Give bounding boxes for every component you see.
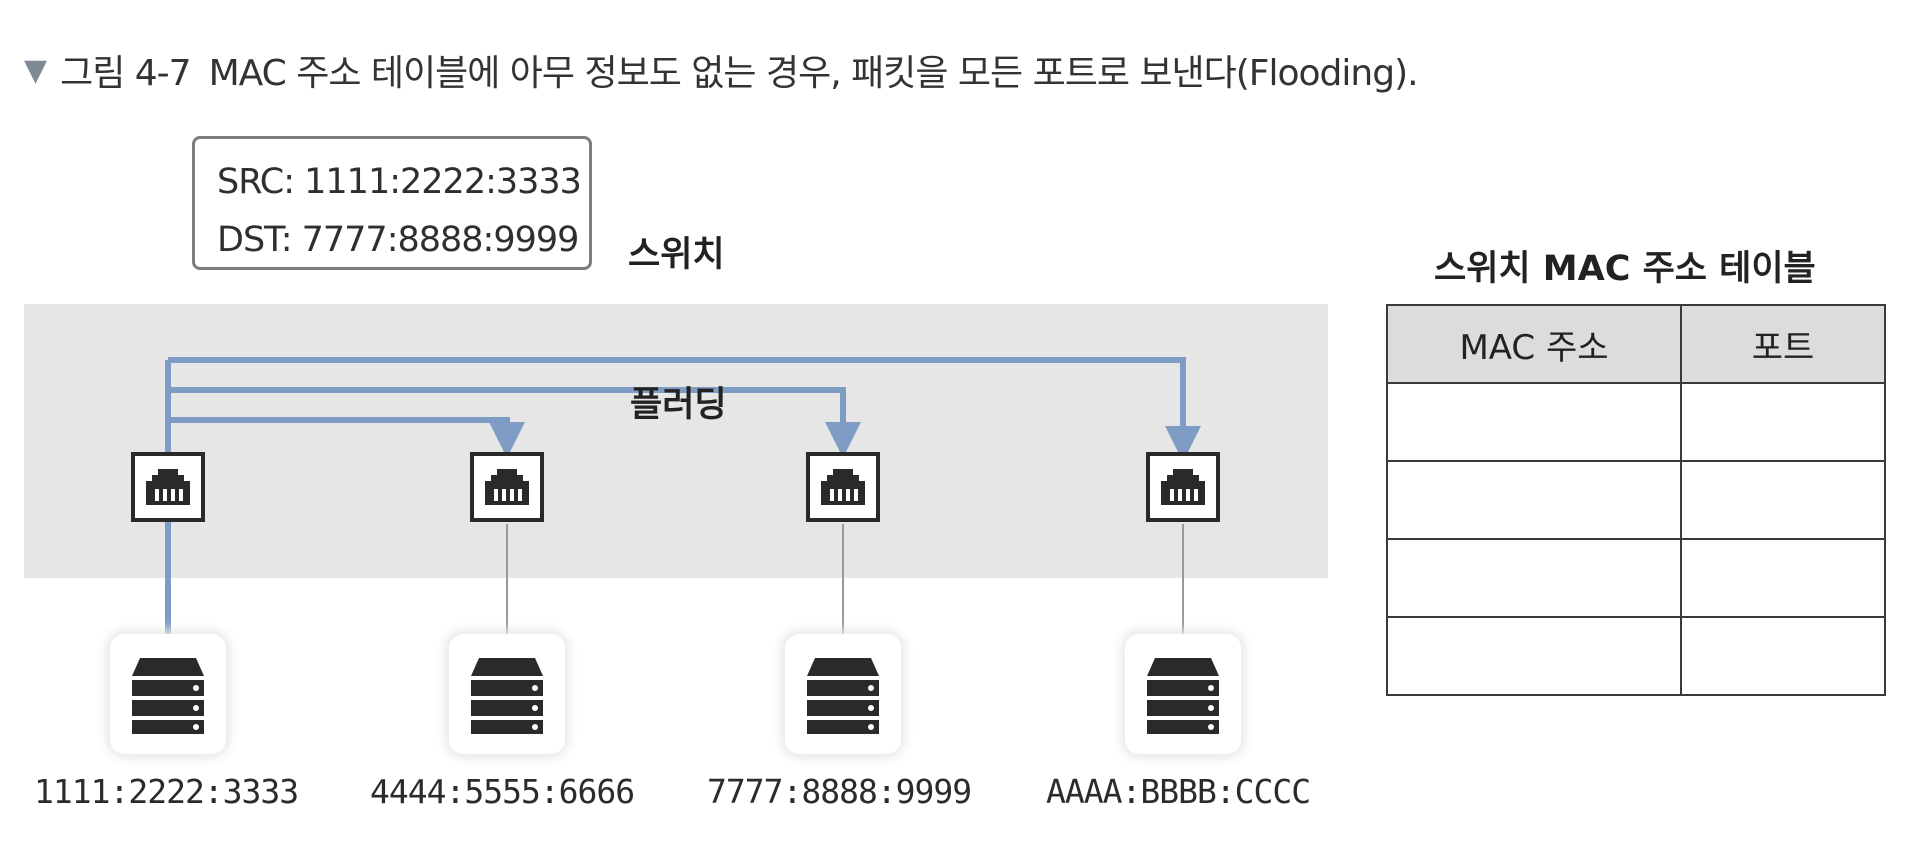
switch-port-2 — [470, 452, 544, 522]
switch-port-3 — [806, 452, 880, 522]
caption-text: MAC 주소 테이블에 아무 정보도 없는 경우, 패킷을 모든 포트로 보낸다… — [208, 53, 1419, 94]
mac-cell — [1386, 460, 1682, 540]
switch-label: 스위치 — [628, 235, 725, 275]
caption-marker-icon: ▼ — [24, 52, 47, 88]
host-server-4 — [1125, 634, 1241, 754]
flood-path-3 — [168, 387, 861, 458]
server-icon — [132, 658, 204, 734]
packet-dst: DST: 7777:8888:9999 — [217, 220, 579, 260]
flooding-label: 플러딩 — [630, 385, 727, 425]
figure-caption: ▼ 그림 4-7 MAC 주소 테이블에 아무 정보도 없는 경우, 패킷을 모… — [24, 40, 1419, 100]
ethernet-port-icon — [485, 469, 529, 505]
mac-cell — [1386, 382, 1682, 462]
host-mac-label-2: 4444:5555:6666 — [370, 772, 635, 811]
host-server-2 — [449, 634, 565, 754]
flood-path-2 — [168, 417, 525, 458]
port-cell — [1680, 538, 1886, 618]
table-row — [1386, 460, 1886, 540]
mac-table-header-port: 포트 — [1680, 304, 1886, 384]
host-server-3 — [785, 634, 901, 754]
server-icon — [807, 658, 879, 734]
switch-port-4 — [1146, 452, 1220, 522]
host-mac-label-4: AAAA:BBBB:CCCC — [1046, 772, 1311, 811]
mac-address-table: MAC 주소 포트 — [1386, 304, 1886, 696]
figure-number: 그림 4-7 — [60, 53, 191, 94]
port-cell — [1680, 616, 1886, 696]
packet-src: SRC: 1111:2222:3333 — [217, 162, 582, 202]
server-icon — [471, 658, 543, 734]
host-mac-label-3: 7777:8888:9999 — [707, 772, 972, 811]
mac-table-title: 스위치 MAC 주소 테이블 — [1434, 249, 1816, 289]
ethernet-port-icon — [146, 469, 190, 505]
switch-area — [24, 304, 1328, 578]
host-mac-label-1: 1111:2222:3333 — [34, 772, 299, 811]
switch-port-1 — [131, 452, 205, 522]
port-cell — [1680, 382, 1886, 462]
mac-table-header-mac: MAC 주소 — [1386, 304, 1682, 384]
ethernet-port-icon — [821, 469, 865, 505]
host-server-1 — [110, 634, 226, 754]
table-row — [1386, 538, 1886, 618]
table-row — [1386, 616, 1886, 696]
mac-cell — [1386, 538, 1682, 618]
table-row — [1386, 382, 1886, 462]
mac-cell — [1386, 616, 1682, 696]
ethernet-port-icon — [1161, 469, 1205, 505]
port-cell — [1680, 460, 1886, 540]
flood-path-4 — [168, 357, 1201, 462]
packet-info-box: SRC: 1111:2222:3333 DST: 7777:8888:9999 — [192, 136, 592, 270]
server-icon — [1147, 658, 1219, 734]
